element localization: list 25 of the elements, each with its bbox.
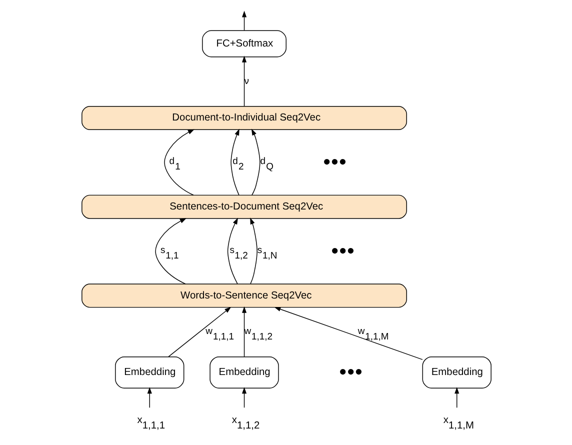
arrow xyxy=(168,306,231,358)
arrow xyxy=(230,128,239,196)
arrow xyxy=(454,387,459,408)
arrow xyxy=(274,306,422,360)
arrow xyxy=(146,387,152,408)
label: ●●● xyxy=(322,154,346,169)
arrow xyxy=(241,10,246,31)
node-box: Embedding xyxy=(422,356,491,388)
node-box: Document-to-Individual Seq2Vec xyxy=(81,106,406,130)
edge-label: ν xyxy=(244,76,249,88)
arrow xyxy=(241,306,246,357)
arrow xyxy=(164,129,194,196)
node-box: FC+Softmax xyxy=(202,30,286,58)
label: ●●● xyxy=(330,242,354,258)
arrow xyxy=(250,128,260,196)
arrow xyxy=(154,218,186,284)
node-box: Sentences-to-Document Seq2Vec xyxy=(81,194,406,219)
arrow xyxy=(241,387,246,408)
label: ●●● xyxy=(338,364,362,379)
node-box: Embedding xyxy=(114,356,184,388)
node-box: Words-to-Sentence Seq2Vec xyxy=(81,284,406,308)
node-box: Embedding xyxy=(209,356,278,388)
arrow xyxy=(226,218,238,284)
arrow xyxy=(250,218,257,284)
arrow xyxy=(241,56,246,107)
